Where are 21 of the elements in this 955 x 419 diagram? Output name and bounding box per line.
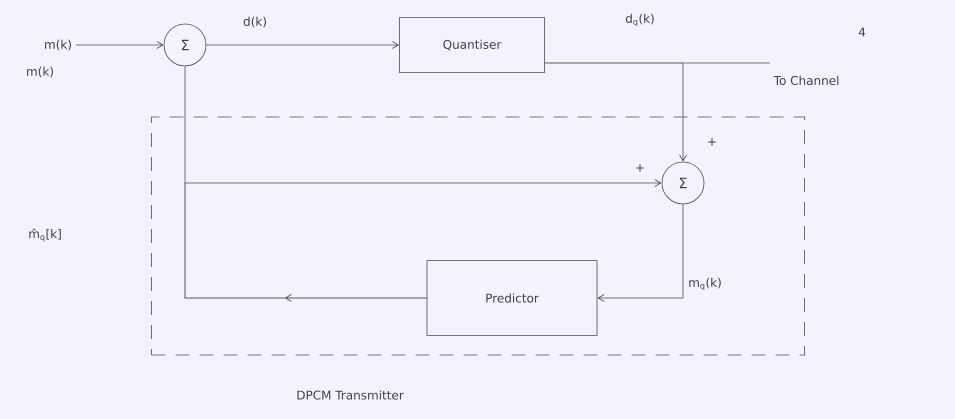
edge-label: + <box>636 164 644 172</box>
arrow <box>184 179 662 298</box>
caption: DPCM Transmitter <box>297 390 404 400</box>
arrow <box>597 204 684 302</box>
signal-label: m̂$_{q}$[k] <box>29 228 61 242</box>
quantiser-box: Quantiser <box>399 17 545 73</box>
dashed-boundary <box>151 116 805 356</box>
summing-junction: Σ <box>662 162 704 204</box>
output-label: To Channel <box>774 76 838 85</box>
arrow <box>206 41 400 49</box>
edge-label: d(k) <box>244 16 266 28</box>
page-number: 4 <box>858 28 866 36</box>
predictor-box: Predictor <box>426 260 598 336</box>
arrow <box>75 41 164 49</box>
edge-label: d$_{q}$(k) <box>626 14 654 26</box>
edge-label: m$_{q}$(k) <box>689 278 721 290</box>
summing-junction: Σ <box>164 24 206 66</box>
arrow <box>544 62 687 162</box>
input-label: m(k) <box>45 40 71 50</box>
signal-label: m(k) <box>27 66 53 78</box>
edge-label: + <box>708 138 716 146</box>
